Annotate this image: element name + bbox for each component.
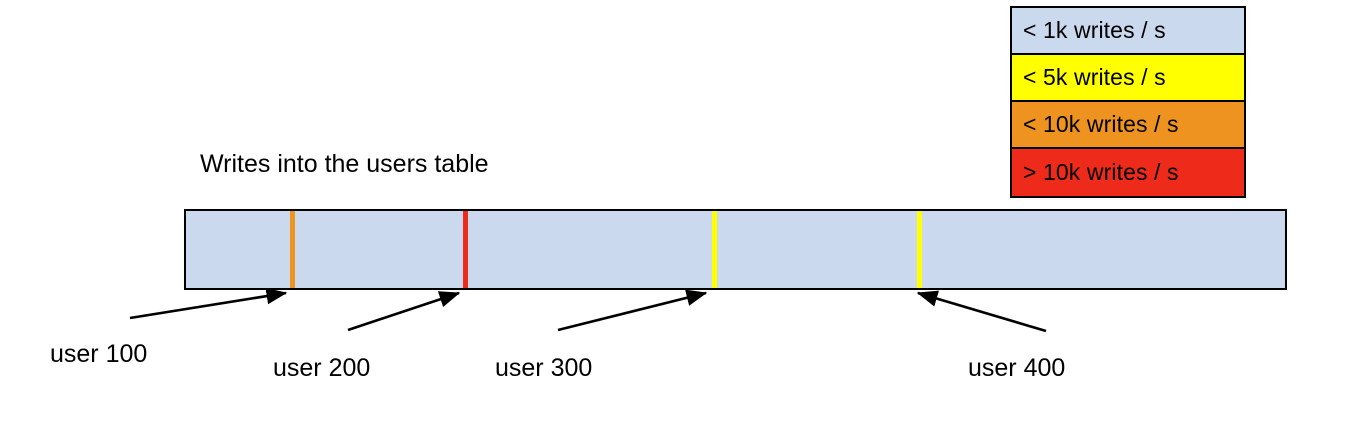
callout-label-user-300: user 300 (495, 354, 593, 382)
legend-item-gt-10k: > 10k writes / s (1012, 149, 1244, 196)
user-100-arrow (129, 287, 288, 320)
legend: < 1k writes / s < 5k writes / s < 10k wr… (1010, 6, 1246, 198)
legend-item-lt-1k: < 1k writes / s (1012, 8, 1244, 55)
user-400-arrow (916, 290, 1047, 333)
users-table-bar (184, 209, 1287, 290)
callout-label-user-100: user 100 (50, 340, 148, 368)
callout-label-user-200: user 200 (273, 354, 371, 382)
user-400-marker (917, 211, 922, 288)
chart-title: Writes into the users table (200, 150, 489, 178)
user-200-arrow (347, 291, 461, 332)
user-100-marker (290, 211, 295, 288)
legend-item-label: < 5k writes / s (1023, 64, 1166, 90)
user-300-marker (712, 211, 717, 288)
legend-item-label: > 10k writes / s (1023, 159, 1179, 185)
legend-item-label: < 1k writes / s (1023, 17, 1166, 43)
legend-item-lt-5k: < 5k writes / s (1012, 55, 1244, 102)
callout-label-user-400: user 400 (968, 354, 1066, 382)
legend-item-label: < 10k writes / s (1023, 111, 1179, 137)
user-200-marker (463, 211, 468, 288)
legend-item-lt-10k: < 10k writes / s (1012, 102, 1244, 149)
user-300-arrow (557, 289, 708, 332)
